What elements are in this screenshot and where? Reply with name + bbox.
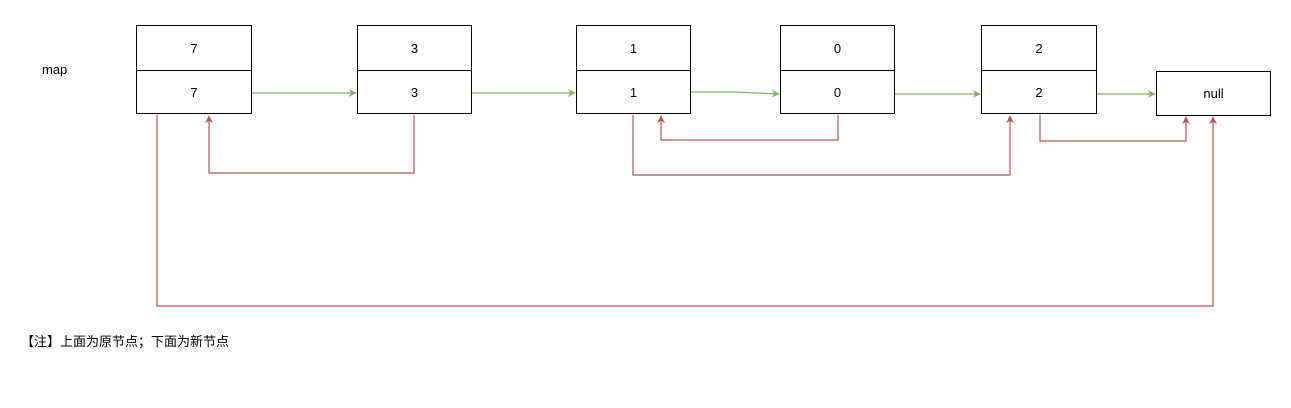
copy-node-0: 0 <box>780 70 895 114</box>
original-node-1: 1 <box>576 25 691 71</box>
copy-node-2: 2 <box>981 70 1097 114</box>
null-node: null <box>1156 71 1271 116</box>
random-edge-0-to-1 <box>657 115 839 141</box>
copy-node-3: 3 <box>357 70 472 114</box>
legend-note: 【注】上面为原节点；下面为新节点 <box>21 335 230 350</box>
copy-node-1: 1 <box>576 70 691 114</box>
original-node-2: 2 <box>981 25 1097 71</box>
random-edge-7-to-null <box>156 115 1217 307</box>
original-node-3: 3 <box>357 25 472 71</box>
random-edge-3-to-7 <box>205 115 415 174</box>
next-edge-1-to-0 <box>691 89 780 98</box>
copy-node-7: 7 <box>136 70 252 114</box>
random-edge-2-to-null <box>1039 115 1190 142</box>
random-edge-1-to-2 <box>632 115 1014 176</box>
map-label: map <box>42 62 68 77</box>
